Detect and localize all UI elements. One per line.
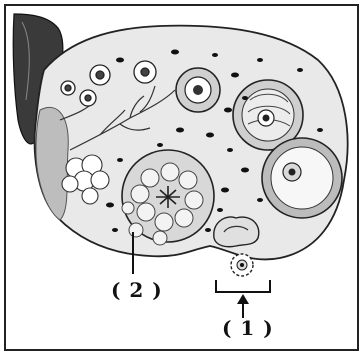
- arrow-head-1: [237, 294, 249, 304]
- label-1: ( 1 ): [222, 316, 274, 340]
- released-oocyte: [231, 254, 253, 276]
- secondary-follicle: [176, 68, 220, 112]
- label-2: ( 2 ): [111, 278, 163, 302]
- graafian-follicle: [262, 138, 342, 218]
- bracket-1: [216, 280, 270, 292]
- ruptured-follicle: [214, 217, 259, 247]
- medulla: [36, 107, 68, 220]
